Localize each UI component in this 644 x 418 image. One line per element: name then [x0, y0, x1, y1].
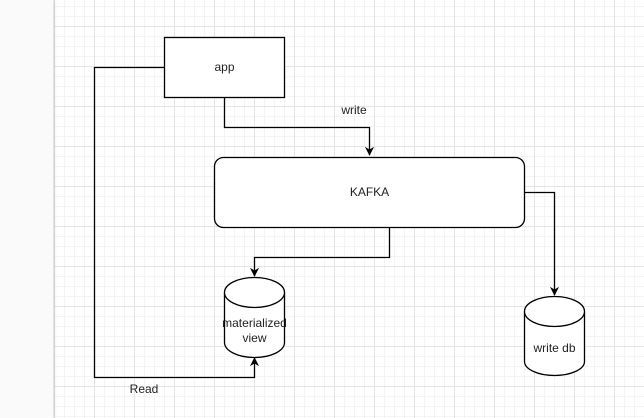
edge-app-to-kafka[interactable] — [223, 97, 375, 156]
edge-app-to-materialized-view[interactable] — [93, 66, 260, 379]
materialized-view-node[interactable] — [223, 276, 286, 359]
app-node[interactable] — [163, 36, 286, 99]
write-db-label: write db — [533, 341, 576, 355]
edge-kafka-to-materialized-view[interactable] — [249, 227, 391, 277]
edge-label-read: Read — [129, 382, 159, 396]
app-label: app — [214, 60, 235, 74]
edge-kafka-to-write-db[interactable] — [524, 191, 560, 296]
write-db-node[interactable] — [523, 295, 586, 377]
side-panel — [0, 0, 53, 418]
edge-label-write: write — [341, 103, 367, 117]
kafka-label: KAFKA — [349, 185, 390, 199]
materialized-view-label: materialized view — [222, 316, 287, 345]
